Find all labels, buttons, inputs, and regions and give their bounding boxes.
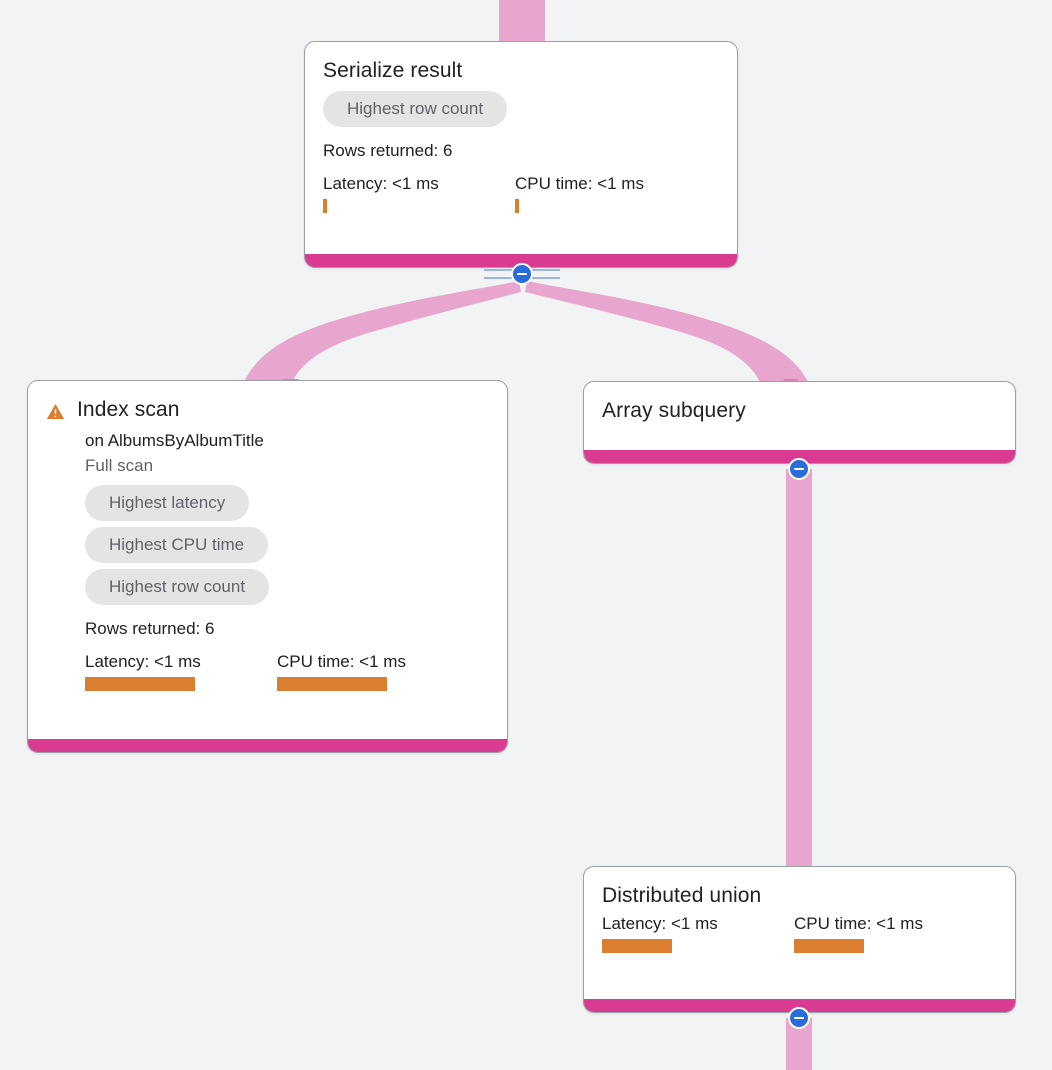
node-accent-bar bbox=[584, 450, 1015, 463]
edge-array-subquery-to-distributed-union bbox=[786, 469, 812, 868]
chip-highest-latency: Highest latency bbox=[85, 485, 250, 521]
metric-latency: Latency: <1 ms bbox=[602, 913, 794, 953]
rows-returned: Rows returned: 6 bbox=[323, 141, 453, 160]
metric-latency-bar bbox=[602, 939, 672, 953]
node-index-scan[interactable]: Index scan on AlbumsByAlbumTitle Full sc… bbox=[27, 380, 508, 753]
metric-latency-bar bbox=[323, 199, 327, 213]
node-title: Distributed union bbox=[602, 884, 762, 907]
node-index-scan-chips: Highest latency Highest CPU time Highest… bbox=[85, 485, 489, 611]
collapse-toggle-array-subquery[interactable] bbox=[788, 458, 810, 480]
node-index-scan-body: Index scan on AlbumsByAlbumTitle Full sc… bbox=[28, 381, 507, 701]
warning-triangle-icon bbox=[46, 403, 65, 419]
node-index-scan-details: on AlbumsByAlbumTitle Full scan Highest … bbox=[46, 429, 489, 691]
node-serialize-result-metrics: Latency: <1 ms CPU time: <1 ms bbox=[323, 173, 719, 213]
node-serialize-result-title-row: Serialize result bbox=[323, 58, 719, 84]
metric-cpu-time-label: CPU time: <1 ms bbox=[515, 174, 644, 193]
metric-cpu-time-label: CPU time: <1 ms bbox=[794, 914, 923, 933]
node-index-scan-type: Full scan bbox=[85, 456, 154, 475]
node-index-scan-title-row: Index scan bbox=[46, 397, 489, 423]
node-serialize-result-chips: Highest row count bbox=[323, 91, 719, 133]
metric-latency: Latency: <1 ms bbox=[85, 651, 277, 691]
metric-cpu-time-label: CPU time: <1 ms bbox=[277, 652, 406, 671]
metric-latency: Latency: <1 ms bbox=[323, 173, 515, 213]
edge-serialize-to-array-subquery bbox=[525, 281, 808, 382]
node-accent-bar bbox=[584, 999, 1015, 1012]
metric-latency-label: Latency: <1 ms bbox=[85, 652, 201, 671]
chip-highest-row-count: Highest row count bbox=[323, 91, 508, 127]
chip-highest-cpu-time: Highest CPU time bbox=[85, 527, 269, 563]
edge-serialize-to-index-scan bbox=[244, 281, 521, 382]
node-title: Array subquery bbox=[602, 399, 746, 422]
metric-cpu-time-bar bbox=[515, 199, 519, 213]
metric-latency-label: Latency: <1 ms bbox=[323, 174, 439, 193]
rows-returned: Rows returned: 6 bbox=[85, 619, 215, 638]
node-array-subquery-body: Array subquery bbox=[584, 382, 1015, 430]
metric-latency-label: Latency: <1 ms bbox=[602, 914, 718, 933]
node-accent-bar bbox=[28, 739, 507, 752]
node-distributed-union-body: Distributed union Latency: <1 ms CPU tim… bbox=[584, 867, 1015, 963]
metric-cpu-time-bar bbox=[277, 677, 387, 691]
node-serialize-result-body: Serialize result Highest row count Rows … bbox=[305, 42, 737, 223]
metric-cpu-time-bar bbox=[794, 939, 864, 953]
metric-cpu-time: CPU time: <1 ms bbox=[515, 173, 644, 213]
node-array-subquery-title-row: Array subquery bbox=[602, 398, 997, 424]
node-distributed-union[interactable]: Distributed union Latency: <1 ms CPU tim… bbox=[583, 866, 1016, 1013]
node-serialize-result[interactable]: Serialize result Highest row count Rows … bbox=[304, 41, 738, 268]
node-array-subquery[interactable]: Array subquery bbox=[583, 381, 1016, 464]
chip-highest-row-count: Highest row count bbox=[85, 569, 270, 605]
node-index-scan-metrics: Latency: <1 ms CPU time: <1 ms bbox=[85, 651, 489, 691]
edge-incoming-serialize-result bbox=[499, 0, 545, 42]
metric-cpu-time: CPU time: <1 ms bbox=[277, 651, 406, 691]
node-distributed-union-title-row: Distributed union bbox=[602, 883, 997, 909]
node-title: Index scan bbox=[77, 398, 180, 421]
node-distributed-union-metrics: Latency: <1 ms CPU time: <1 ms bbox=[602, 913, 997, 953]
node-title: Serialize result bbox=[323, 59, 463, 82]
node-accent-bar bbox=[305, 254, 737, 267]
metric-cpu-time: CPU time: <1 ms bbox=[794, 913, 923, 953]
metric-latency-bar bbox=[85, 677, 195, 691]
node-index-subtitle: on AlbumsByAlbumTitle bbox=[85, 431, 264, 450]
collapse-toggle-distributed-union[interactable] bbox=[788, 1007, 810, 1029]
collapse-toggle-serialize-result[interactable] bbox=[511, 263, 533, 285]
